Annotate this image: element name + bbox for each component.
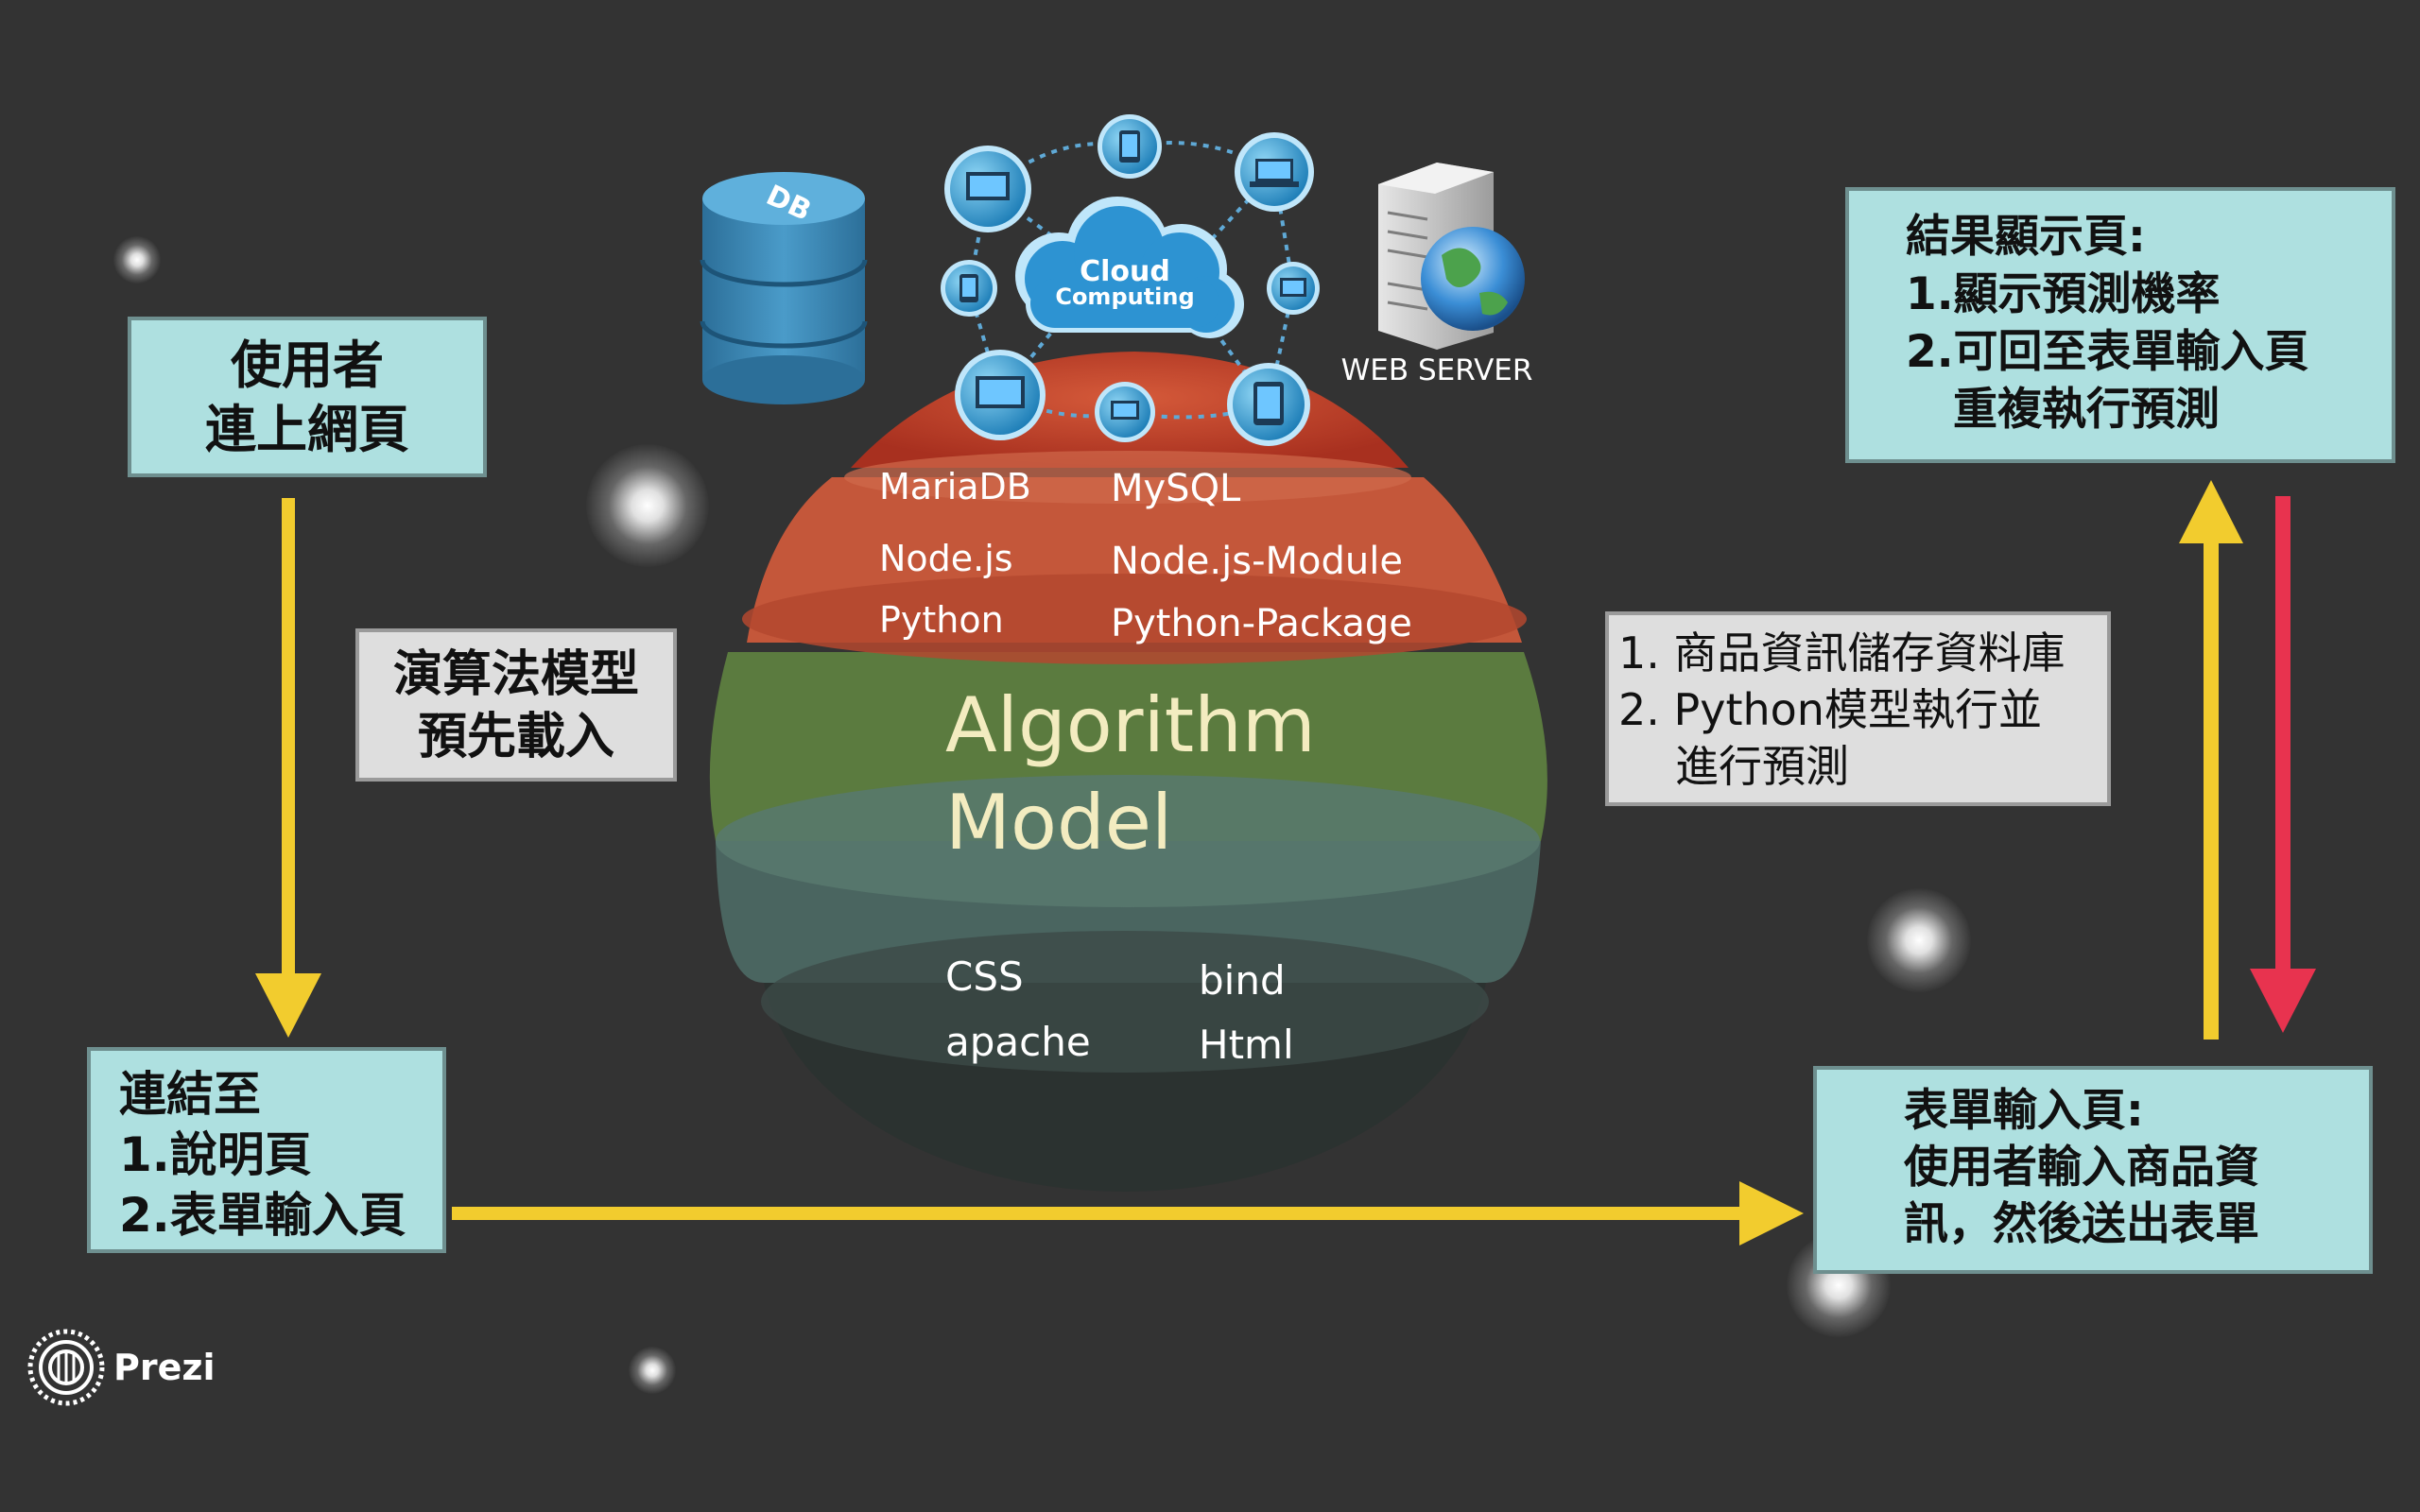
device-node-icon [1227,363,1310,446]
tech-label: MySQL [1111,467,1241,510]
device-node-icon [1267,262,1320,315]
tech-label: MariaDB [879,466,1031,507]
algorithm-preload-box: 演算法模型 預先載入 [355,628,677,782]
arrow-up-form-to-result [2204,539,2219,1040]
web-server-icon: WEB SERVER [1341,163,1533,387]
sphere-orange-ring [742,574,1527,664]
technology-sphere: MariaDB MySQL Node.js Node.js-Module Pyt… [709,352,1547,1192]
tech-label: CSS [945,954,1024,1000]
box-text-line: 進行預測 [1675,741,1849,792]
box-text-line: 使用者輸入商品資 [1904,1142,2259,1194]
light-glow [1867,888,1971,992]
storage-predict-box: 1. 商品資訊儲存資料庫 2. Python模型執行並 進行預測 [1605,611,2111,806]
arrow-down-user-to-link [282,498,295,989]
light-glow [113,236,161,284]
box-text-line: 連上網頁 [205,400,409,459]
box-text-line: 表單輸入頁: [1904,1085,2144,1137]
link-pages-box: 連結至 1.說明頁 2.表單輸入頁 [87,1047,446,1253]
device-node-icon [944,146,1031,232]
core-label-line2: Model [945,779,1172,867]
prezi-logo-text: Prezi [113,1347,216,1388]
cloud-network-icon: Cloud Computing [941,114,1320,446]
web-server-label: WEB SERVER [1341,353,1533,387]
tech-label: apache [945,1019,1091,1065]
device-node-icon [1095,382,1155,442]
light-glow [586,444,709,567]
flow-arrows [255,480,2316,1246]
box-text-line: 2. Python模型執行並 [1618,684,2042,735]
sphere-cap-ring [844,451,1411,504]
tech-label: bind [1199,957,1286,1004]
box-text-line: 重複執行預測 [1953,384,2220,436]
prezi-logo: Prezi [27,1329,216,1406]
device-node-icon [1098,114,1162,179]
tech-label: Python [879,599,1004,641]
box-text-line: 使用者 [231,335,384,395]
device-node-icon [941,260,997,317]
box-text-line: 結果顯示頁: [1906,211,2146,263]
tech-label: Html [1199,1022,1294,1068]
device-node-icon [955,350,1046,440]
light-glow [629,1347,676,1394]
arrow-down-result-to-form [2275,496,2290,978]
arrow-right-link-to-form [452,1207,1756,1220]
box-text-line: 2.表單輸入頁 [119,1188,406,1243]
box-text-line: 2.可回至表單輸入頁 [1906,326,2309,378]
cloud-label: Cloud [1080,255,1170,288]
form-input-box: 表單輸入頁: 使用者輸入商品資 訊，然後送出表單 [1813,1066,2373,1274]
box-text-line: 1. 商品資訊儲存資料庫 [1618,627,2066,679]
database-icon: DB [700,172,868,404]
box-text-line: 訊，然後送出表單 [1904,1198,2259,1250]
box-text-line: 1.顯示預測機率 [1906,268,2221,320]
sphere-green-ring [716,775,1540,907]
box-text-line: 預先載入 [417,709,614,765]
device-node-icon [1235,132,1314,212]
core-label-line1: Algorithm [945,681,1316,769]
cloud-label: Computing [1055,284,1194,310]
sphere-inner-shadow [761,931,1489,1073]
box-text-line: 1.說明頁 [119,1127,312,1182]
box-text-line: 連結至 [119,1067,261,1122]
user-connect-box: 使用者 連上網頁 [128,317,487,477]
tech-label: Node.js-Module [1111,540,1403,583]
box-text-line: 演算法模型 [392,646,639,703]
tech-label: Node.js [879,538,1013,579]
result-page-box: 結果顯示頁: 1.顯示預測機率 2.可回至表單輸入頁 重複執行預測 [1845,187,2395,463]
tech-label: Python-Package [1111,602,1412,645]
